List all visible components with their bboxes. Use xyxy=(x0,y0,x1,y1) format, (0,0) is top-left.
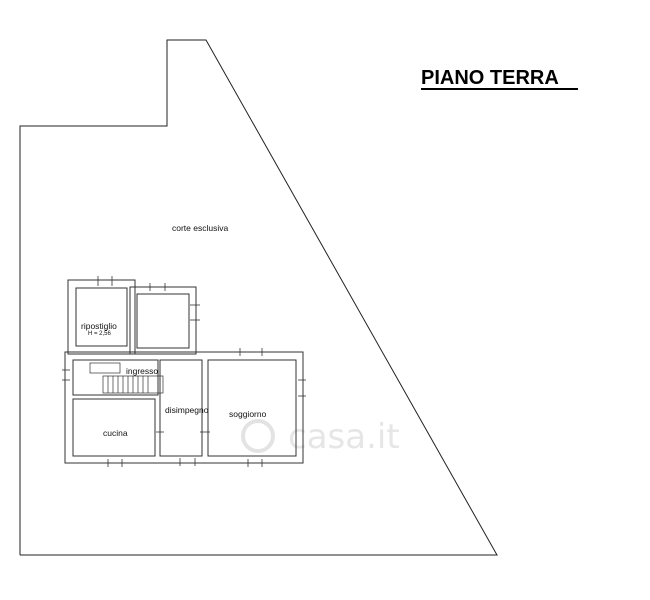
watermark-logo: casa.it xyxy=(241,417,400,457)
entrance-label: ingresso xyxy=(126,366,158,376)
storage-height-label: H = 2,56 xyxy=(88,331,112,337)
kitchen-label: cucina xyxy=(103,428,128,438)
living-room-label: soggiorno xyxy=(229,409,267,419)
watermark-text: casa.it xyxy=(288,417,400,457)
building-walls xyxy=(64,279,304,464)
hallway-label: disimpegno xyxy=(165,405,209,415)
courtyard-label: corte esclusiva xyxy=(172,223,228,233)
plan-title: PIANO TERRA xyxy=(421,67,559,89)
window-markers xyxy=(62,276,306,467)
lot-boundary xyxy=(19,39,498,556)
storage-label: ripostiglio xyxy=(81,321,117,331)
staircase xyxy=(89,362,164,394)
